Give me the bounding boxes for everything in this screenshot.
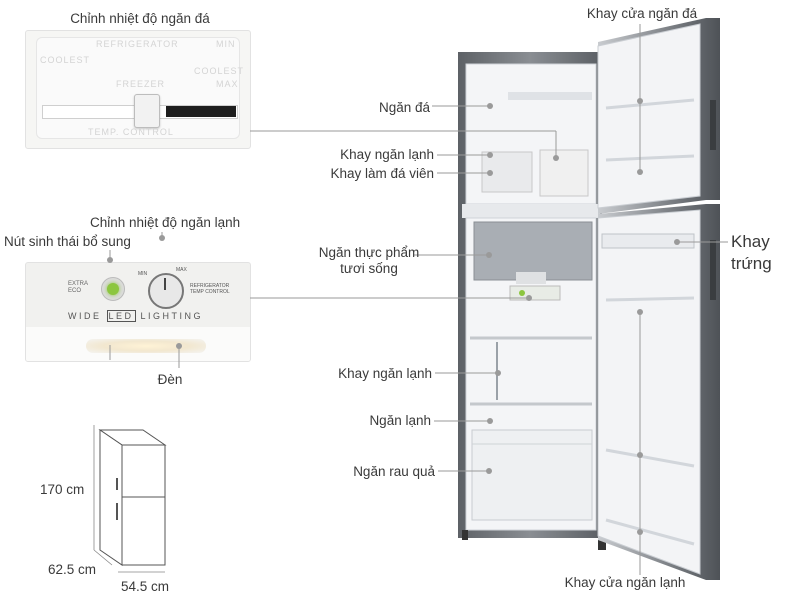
panel-temp-control-text: TEMP. CONTROL — [88, 127, 174, 137]
dial-max-text: MAX — [176, 267, 187, 273]
panel-coolest-text-2: COOLEST — [194, 66, 245, 76]
fridge-label: Ngăn lạnh — [369, 413, 431, 428]
fridge-temp-dial[interactable] — [148, 273, 184, 309]
panel-refrigerator-text: REFRIGERATOR — [96, 39, 179, 49]
panel-coolest-text: COOLEST — [40, 55, 91, 65]
fridge-control-panel: EXTRA ECO MIN MAX REFRIGERATOR TEMP CONT… — [25, 262, 251, 362]
crisper-label: Ngăn rau quả — [353, 464, 435, 479]
wide-led-lighting-text: WIDE LED LIGHTING — [68, 310, 204, 322]
light-label: Đèn — [157, 372, 183, 387]
freezer-label: Ngăn đá — [378, 100, 430, 115]
freezer-slider-fill — [166, 106, 236, 117]
freezer-control-panel: REFRIGERATOR MIN COOLEST COOLEST FREEZER… — [25, 30, 251, 149]
fridge-tray-label: Khay ngăn lạnh — [338, 366, 432, 381]
height-dimension-label: 170 cm — [40, 482, 85, 497]
fridge-temp-control-label: Chỉnh nhiệt độ ngăn lạnh — [90, 215, 241, 230]
depth-dimension-label: 62.5 cm — [48, 562, 97, 577]
freezer-slider-knob[interactable] — [134, 94, 160, 128]
fridge-tray-top-label: Khay ngăn lạnh — [340, 147, 434, 162]
panel-max-text: MAX — [216, 79, 239, 89]
freezer-temp-control-label: Chỉnh nhiệt độ ngăn đá — [70, 11, 210, 26]
dial-min-text: MIN — [138, 271, 148, 277]
leaf-icon — [107, 283, 119, 295]
panel-freezer-text: FREEZER — [116, 79, 166, 89]
eco-button-label: Nút sinh thái bổ sung — [4, 234, 131, 249]
refrigerator-temp-control-text: REFRIGERATOR TEMP CONTROL — [190, 283, 230, 295]
freezer-door-tray-label: Khay cửa ngăn đá — [586, 6, 698, 21]
width-dimension-label: 54.5 cm — [121, 579, 170, 594]
egg-tray-label: Khay trứng — [731, 232, 772, 273]
extra-eco-text: EXTRA ECO — [68, 281, 88, 294]
fresh-food-label: Ngăn thực phẩm tươi sống — [318, 245, 420, 276]
led-lamp — [86, 339, 206, 353]
eco-button[interactable] — [101, 277, 125, 301]
ice-tray-label: Khay làm đá viên — [330, 166, 434, 181]
fridge-door-tray-label: Khay cửa ngăn lạnh — [564, 575, 686, 590]
panel-min-text: MIN — [216, 39, 236, 49]
